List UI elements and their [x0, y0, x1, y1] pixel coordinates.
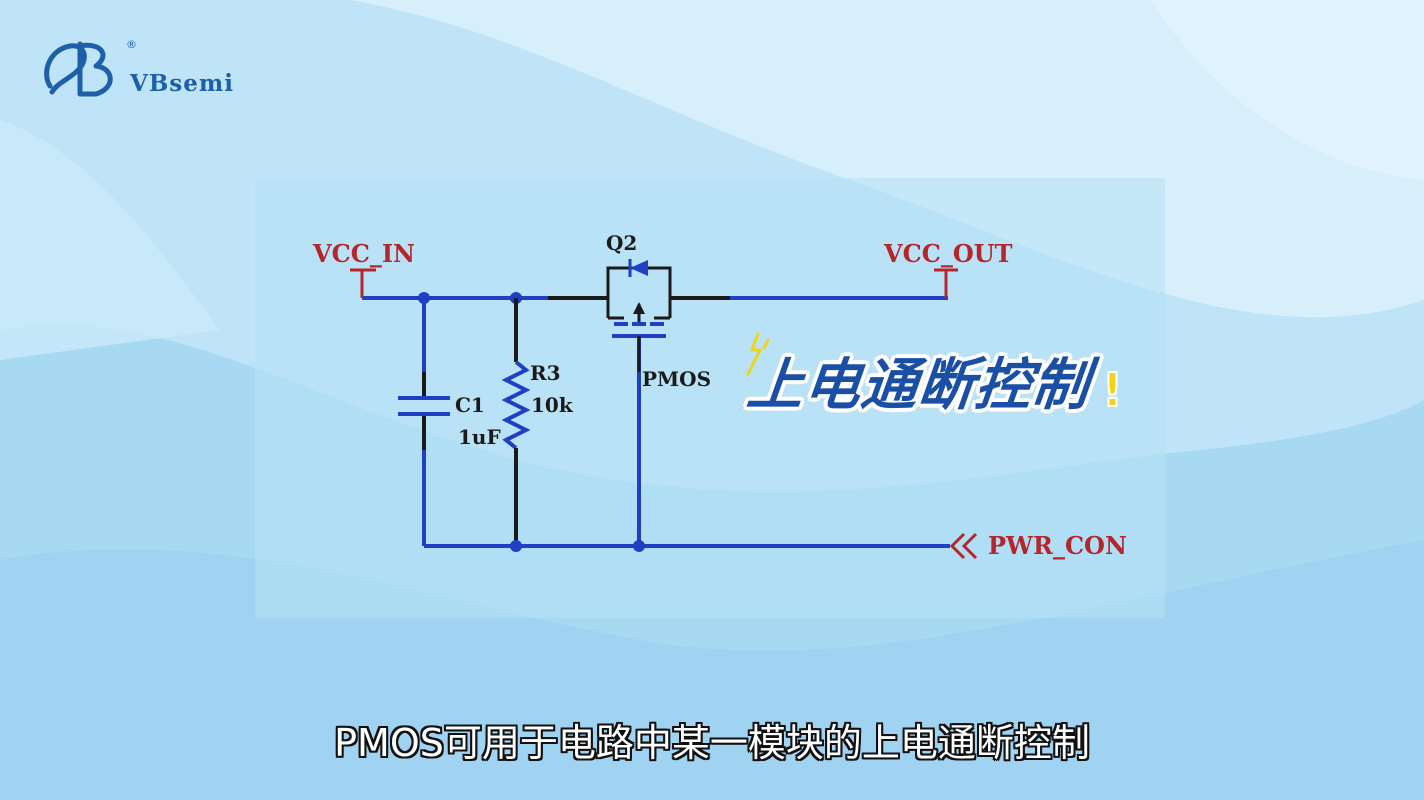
exclamation-mark: !: [1101, 362, 1124, 414]
c1-ref: C1: [455, 393, 485, 417]
vcc-out-label: VCC_OUT: [883, 239, 1013, 268]
pmos-type-label: PMOS: [642, 367, 711, 391]
brand-name: VBsemi: [130, 70, 234, 97]
vcc-in-label: VCC_IN: [312, 239, 415, 268]
c1-value: 1uF: [458, 425, 501, 449]
body-diode-triangle: [630, 260, 648, 276]
svg-text:!: !: [1102, 363, 1123, 414]
r3-ref: R3: [530, 361, 561, 385]
pwr-con-label: PWR_CON: [988, 531, 1127, 560]
port-chevron: [949, 532, 966, 560]
junction-dot: [510, 540, 522, 552]
q2-ref: Q2: [606, 231, 637, 255]
port-chevron: [961, 532, 978, 560]
vbsemi-logo-icon: [44, 41, 113, 97]
body-arrow-head: [633, 302, 645, 314]
spark-icon: [746, 332, 770, 376]
callout-title: 上电通断控制: [744, 353, 1093, 418]
junction-dot: [633, 540, 645, 552]
r3-zigzag: [501, 360, 531, 450]
subtitle-caption: PMOS可用于电路中某一模块的上电通断控制: [334, 721, 1090, 765]
brand-logo: [40, 38, 270, 108]
r3-value: 10k: [531, 393, 574, 417]
registered-mark: ®: [126, 38, 137, 51]
body-diode-wire: [606, 266, 672, 298]
